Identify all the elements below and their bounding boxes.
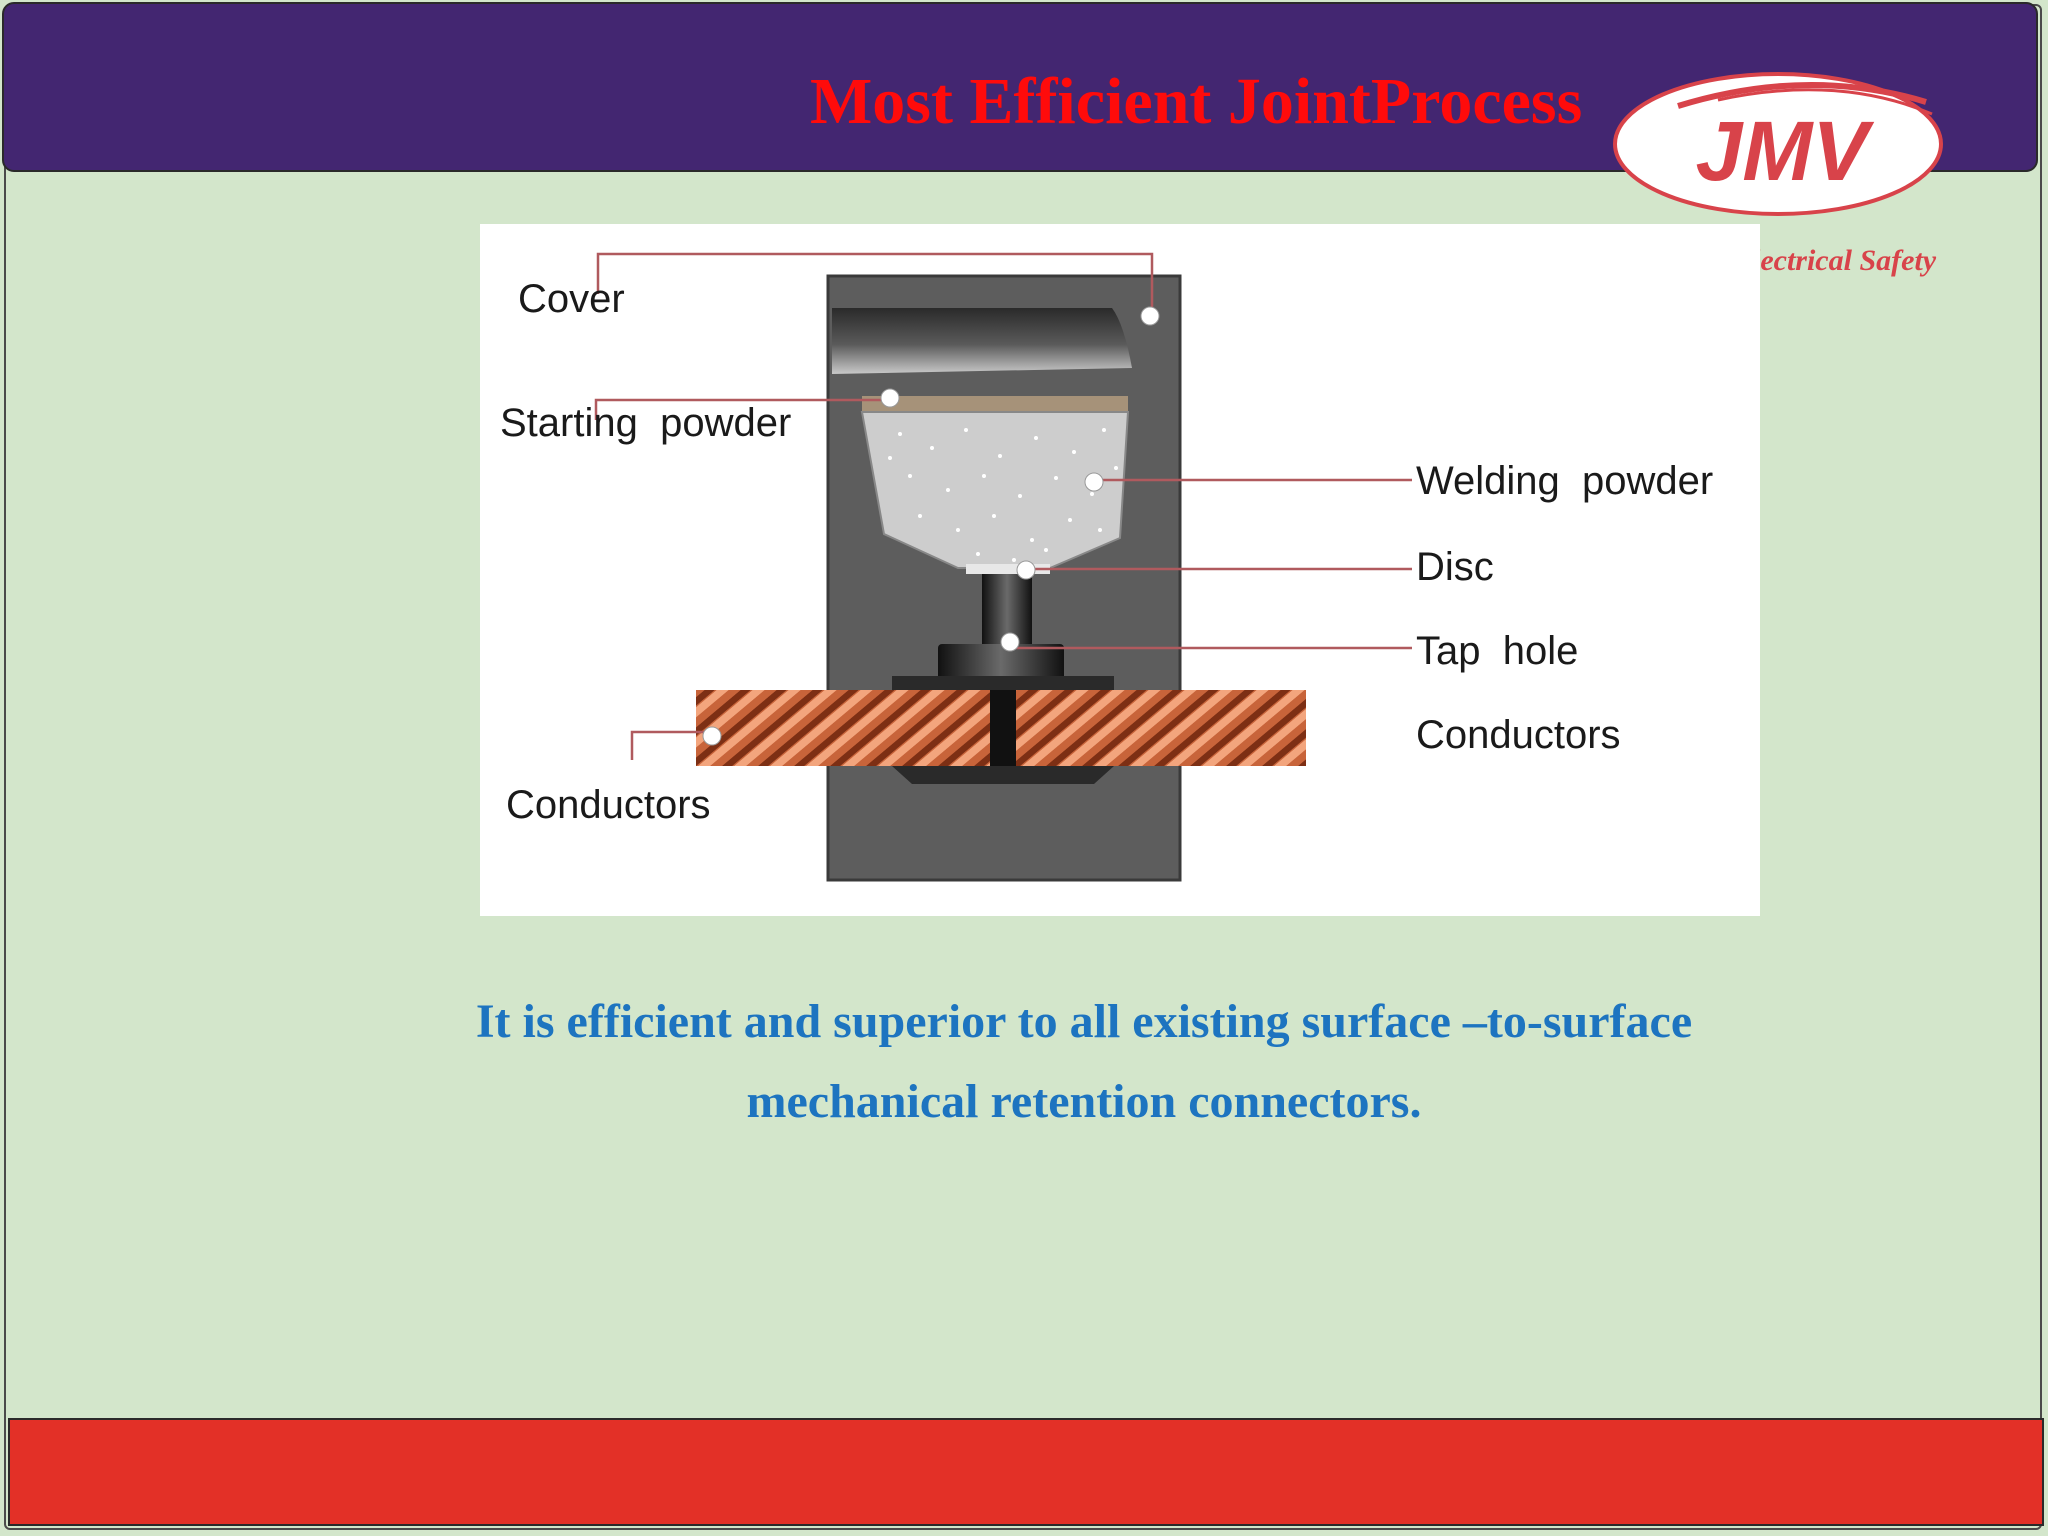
label-conductors-right: Conductors (1416, 713, 1621, 757)
dot-welding-powder (1084, 472, 1104, 492)
caption-line-1: It is efficient and superior to all exis… (475, 995, 1693, 1048)
dot-starting-powder (880, 388, 900, 408)
dot-tap-hole (1000, 632, 1020, 652)
weld-cavity-bottom (892, 766, 1114, 784)
cover (832, 308, 1132, 374)
dot-conductors (702, 726, 722, 746)
jmv-logo: JMV (1613, 72, 1943, 216)
slide-title: Most Efficient JointProcess (810, 65, 1583, 138)
starting-powder-layer (862, 396, 1128, 412)
logo-tagline: lectrical Safety (1752, 244, 1937, 277)
label-starting-powder: Starting powder (500, 401, 791, 445)
leader-cover (596, 252, 1154, 312)
mould-diagram: Cover Starting powder Welding powder Dis… (500, 252, 1713, 882)
weld-joint (990, 690, 1016, 766)
label-welding-powder: Welding powder (1416, 459, 1713, 503)
tap-hole-base (938, 644, 1064, 680)
footer-bar (8, 1418, 2044, 1526)
powder-specks (888, 428, 1118, 562)
label-disc: Disc (1416, 545, 1494, 589)
dot-cover (1140, 306, 1160, 326)
leader-starting-powder (594, 398, 890, 420)
label-conductors-left: Conductors (506, 783, 711, 827)
logo-text: JMV (1696, 104, 1875, 198)
dot-disc (1016, 560, 1036, 580)
weld-cavity-top (892, 676, 1114, 690)
label-cover: Cover (518, 277, 625, 321)
caption: It is efficient and superior to all exis… (284, 982, 1884, 1142)
disc (966, 564, 1050, 574)
label-tap-hole: Tap hole (1416, 629, 1578, 673)
diagram-panel: Cover Starting powder Welding powder Dis… (480, 224, 1760, 916)
caption-line-2: mechanical retention connectors. (746, 1075, 1422, 1128)
leader-conductors-left (630, 730, 712, 760)
